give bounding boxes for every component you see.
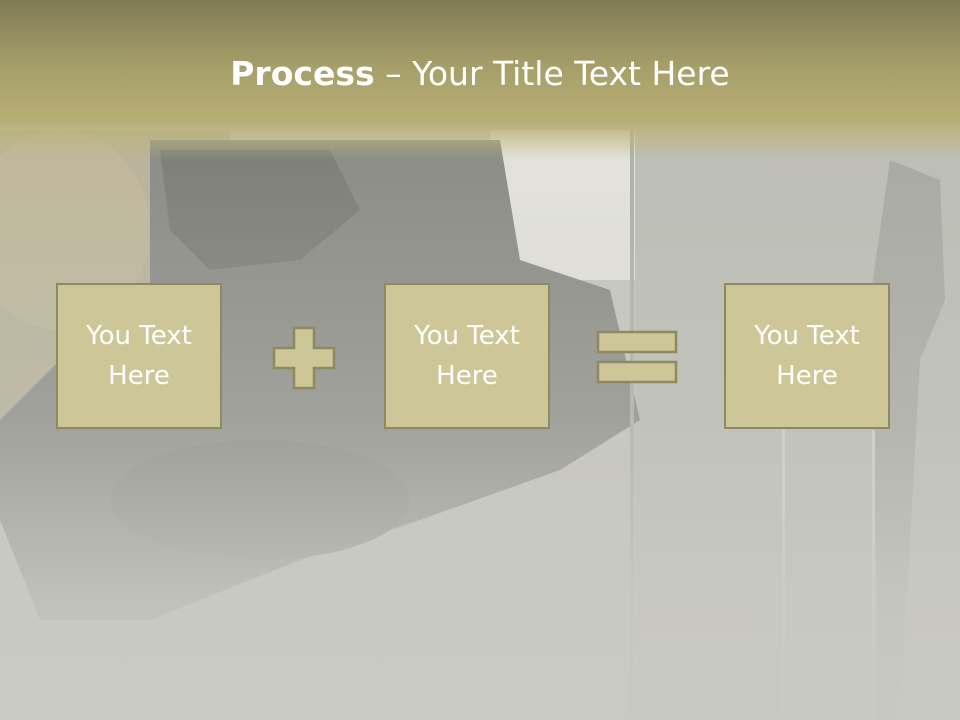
slide-title: Process – Your Title Text Here [0, 52, 960, 96]
process-box-2-text: You Text Here [414, 321, 520, 391]
equals-icon [596, 330, 678, 384]
process-box-2: You Text Here [384, 283, 550, 429]
plus-icon [272, 326, 336, 390]
title-band [0, 0, 960, 160]
title-bold: Process [230, 54, 375, 93]
process-box-1: You Text Here [56, 283, 222, 429]
title-rest: – Your Title Text Here [374, 54, 730, 93]
process-box-3-text: You Text Here [754, 321, 860, 391]
process-box-3: You Text Here [724, 283, 890, 429]
process-box-1-text: You Text Here [86, 321, 192, 391]
